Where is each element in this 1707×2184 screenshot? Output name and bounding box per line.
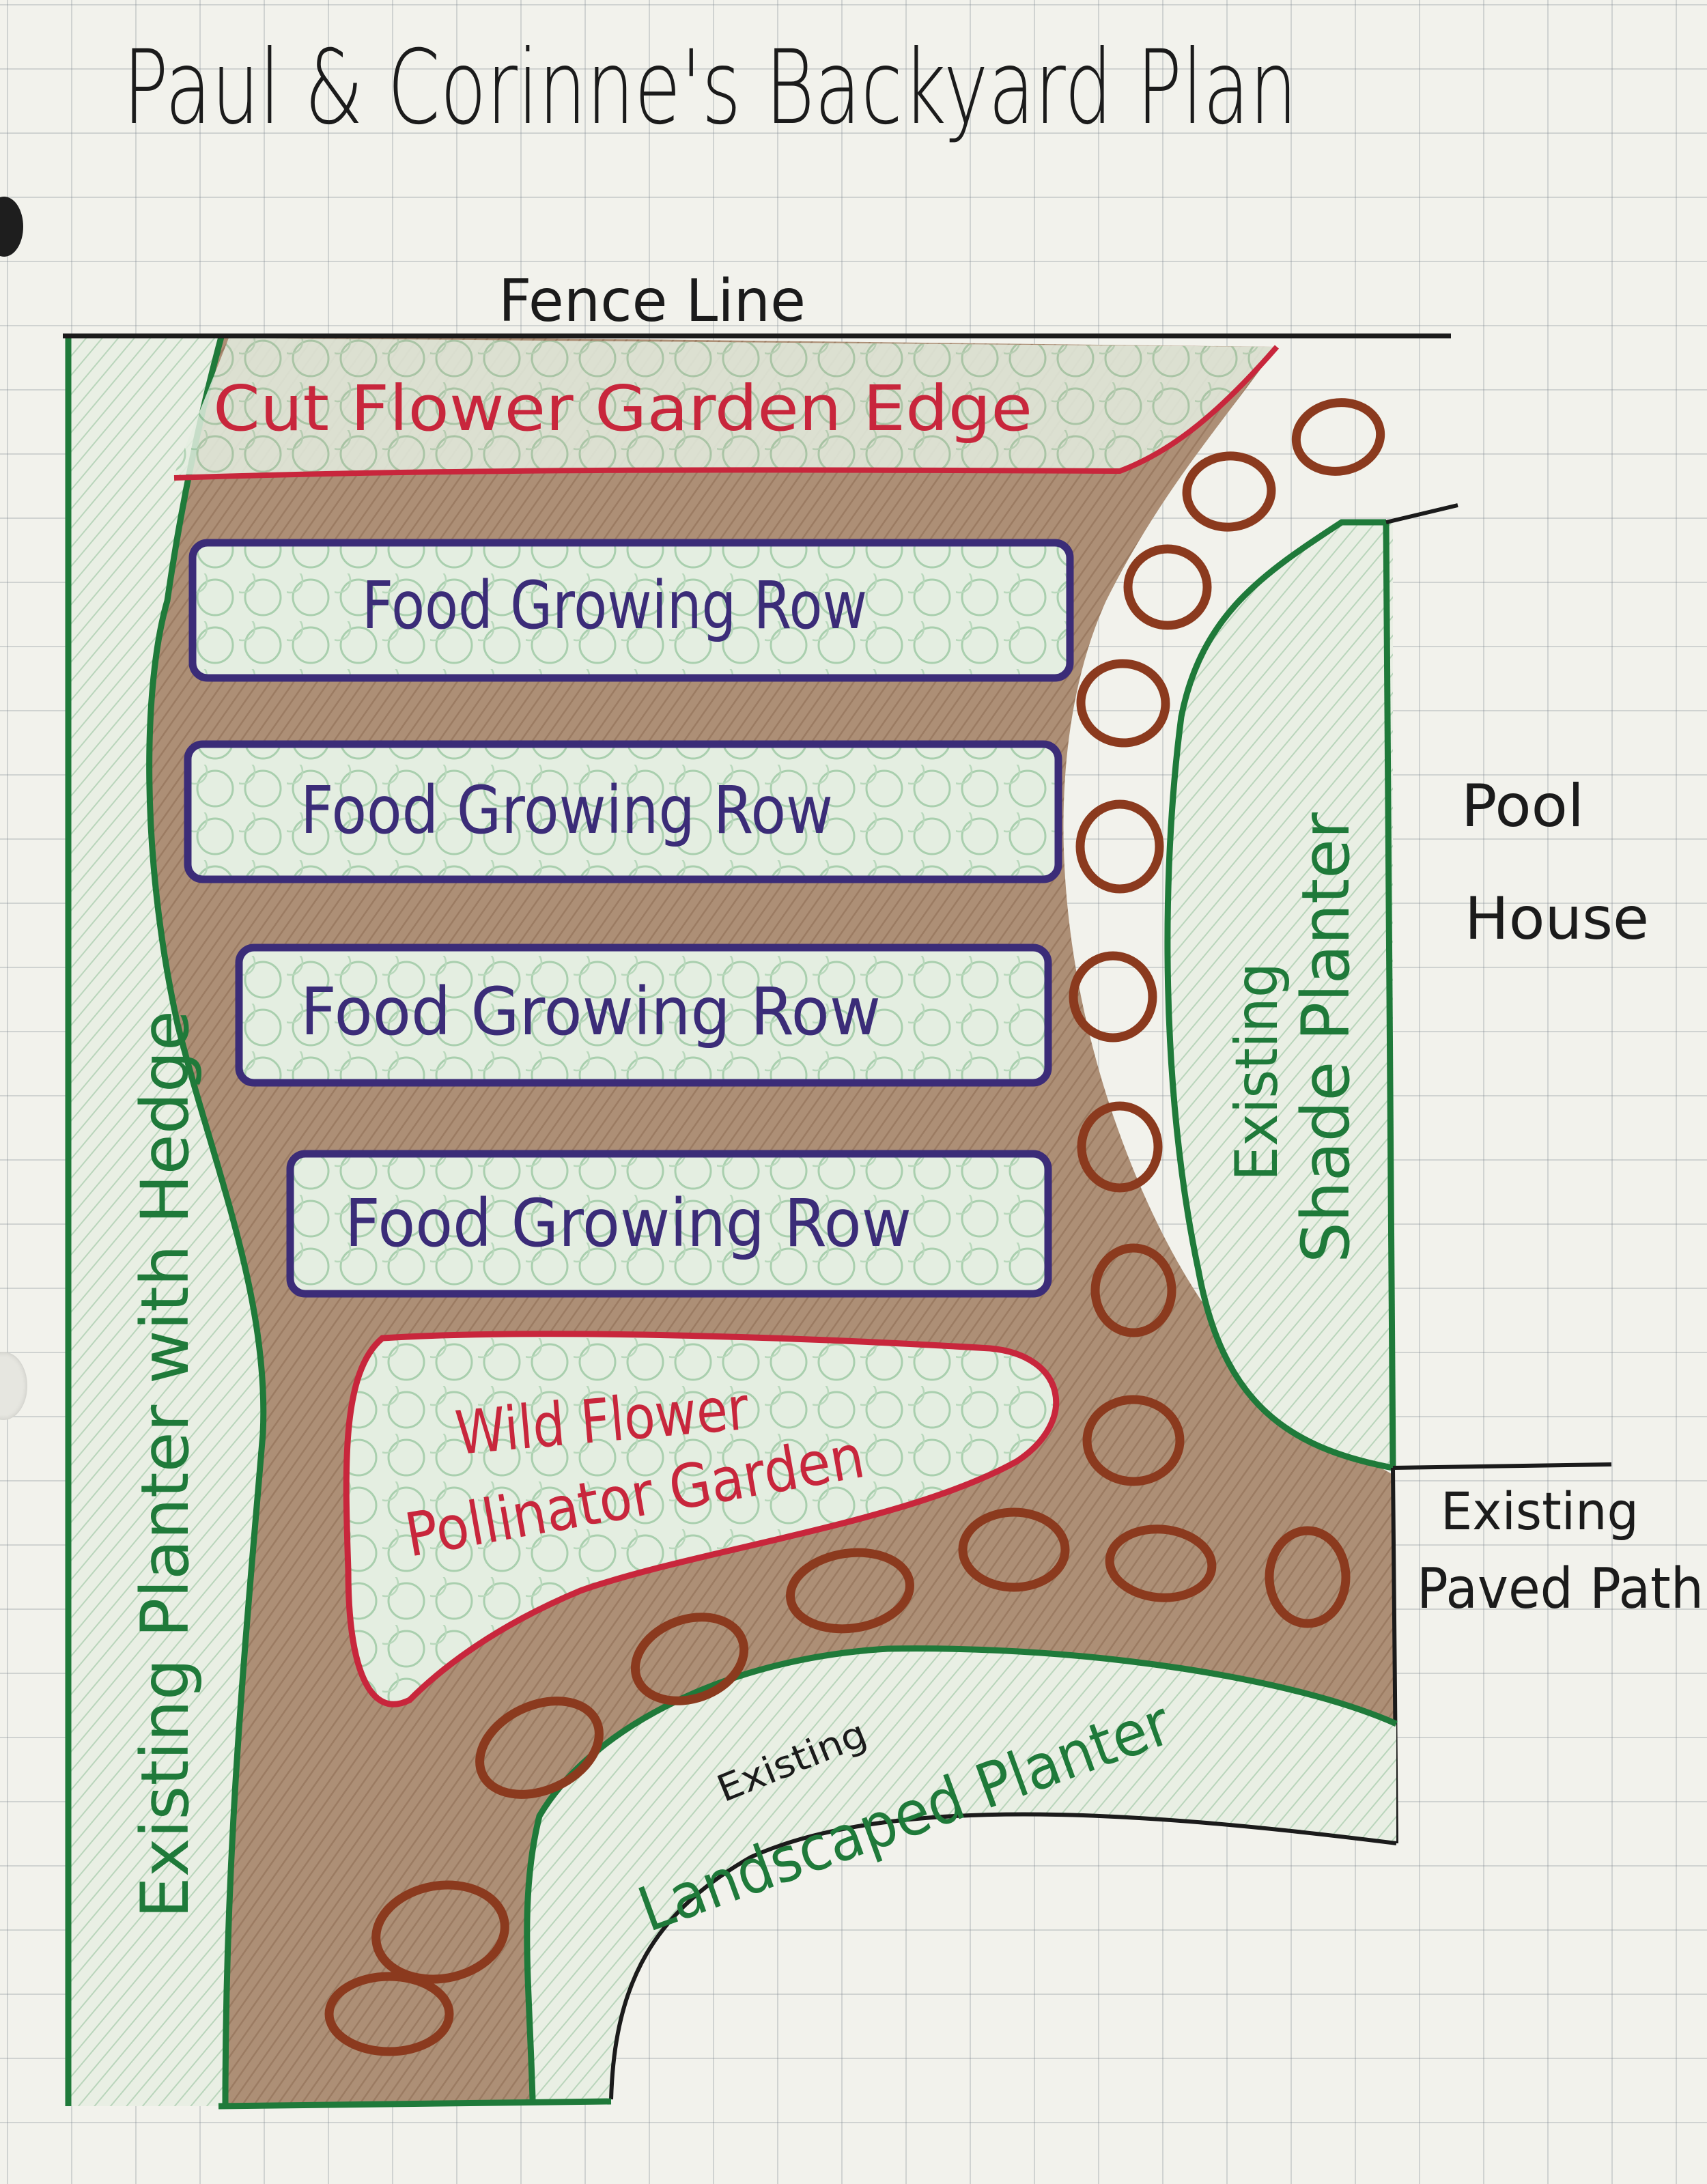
pool-house-label-line2: House bbox=[1465, 885, 1649, 953]
food-row-label-4: Food Growing Row bbox=[345, 1185, 912, 1262]
hedge-planter bbox=[68, 335, 264, 2106]
paved-path-label-line2: Paved Path bbox=[1417, 1557, 1704, 1621]
pool-house-label-line1: Pool bbox=[1461, 772, 1584, 840]
paved-path-label-line1: Existing bbox=[1441, 1481, 1639, 1542]
stepping-stone-icon bbox=[1077, 1101, 1163, 1193]
shade-planter-label-line2: Shade Planter bbox=[1288, 812, 1364, 1263]
page-title: Paul & Corinne's Backyard Plan bbox=[123, 29, 1297, 147]
food-growing-row-1 bbox=[188, 539, 1074, 682]
stepping-stone-icon bbox=[958, 1507, 1070, 1592]
fence-line-label: Fence Line bbox=[498, 267, 806, 335]
food-growing-row-4 bbox=[286, 1150, 1052, 1298]
stepping-stone-icon bbox=[1105, 1524, 1217, 1602]
stepping-stone-icon bbox=[1075, 799, 1164, 894]
stepping-stone-icon bbox=[1082, 1395, 1185, 1486]
shade-planter-outline bbox=[1164, 519, 1394, 1471]
cut-flower-edge-label: Cut Flower Garden Edge bbox=[213, 372, 1032, 445]
landscaped-planter bbox=[526, 1648, 1397, 2099]
stepping-stone-icon bbox=[786, 1548, 914, 1634]
stepping-stone-icon bbox=[630, 1613, 749, 1705]
stepping-stone-icon bbox=[1265, 1526, 1351, 1628]
pool-house-wall bbox=[1385, 503, 1612, 1844]
shade-planter bbox=[1167, 522, 1393, 1468]
cut-flower-edge-line bbox=[173, 345, 1280, 481]
hedge-planter-label: Existing Planter with Hedge bbox=[127, 1010, 203, 1918]
stepping-stone-icon bbox=[1069, 951, 1157, 1043]
shade-planter-label-line1: Existing bbox=[1223, 963, 1291, 1181]
food-row-label-2: Food Growing Row bbox=[300, 772, 833, 849]
stepping-stone-icon bbox=[1076, 659, 1170, 748]
stepping-stone-icon bbox=[1291, 398, 1385, 476]
food-growing-row-3 bbox=[235, 944, 1052, 1087]
stepping-stone-icon bbox=[371, 1880, 509, 1984]
stepping-stone-icon bbox=[324, 1972, 454, 2056]
wildflower-pollinator-garden bbox=[343, 1331, 1060, 1707]
hedge-planter-outline bbox=[146, 333, 267, 2107]
stepping-stone-icon bbox=[1090, 1243, 1176, 1337]
stepping-stone-icon bbox=[475, 1697, 604, 1799]
food-row-label-3: Food Growing Row bbox=[300, 974, 881, 1050]
cut-flower-garden-area bbox=[174, 338, 1277, 474]
stepping-stone-icon bbox=[1123, 544, 1212, 630]
food-row-label-1: Food Growing Row bbox=[362, 567, 867, 644]
stepping-stones bbox=[324, 398, 1385, 2056]
stepping-stone-icon bbox=[1182, 451, 1276, 532]
food-growing-row-2 bbox=[184, 740, 1062, 883]
